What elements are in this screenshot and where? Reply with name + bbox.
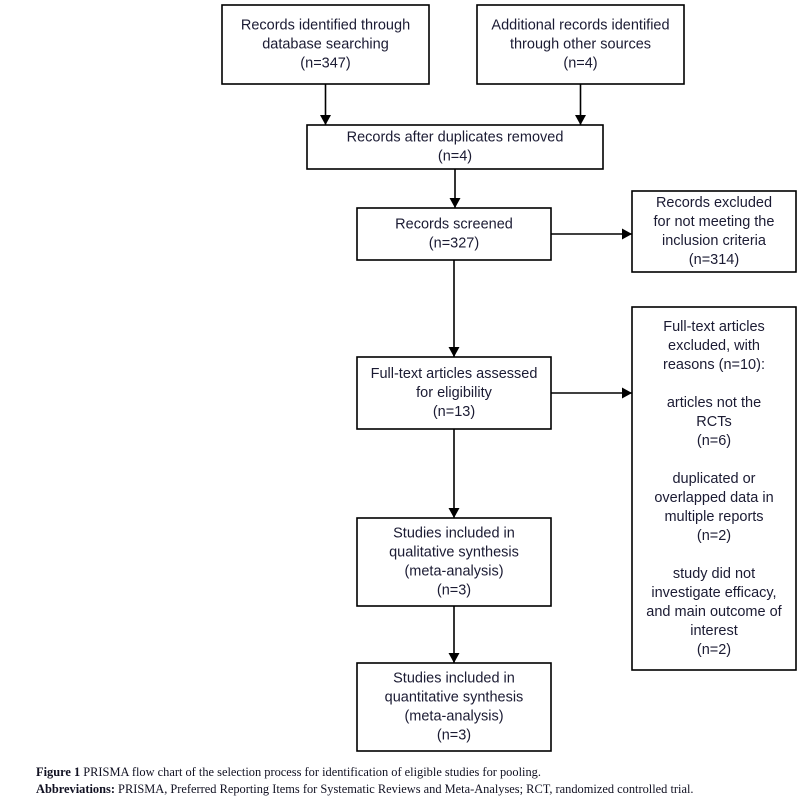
flow-node-text-line: (n=347)	[300, 55, 350, 71]
connector-screened-to-excluded	[551, 228, 632, 240]
flow-node-text-line: database searching	[262, 36, 389, 52]
flow-node-text-line: (n=3)	[437, 582, 471, 598]
flow-node-duplicates-removed: Records after duplicates removed (n=4)	[306, 124, 604, 170]
flow-node-box	[631, 190, 797, 273]
node-layer: Records identified through database searc…	[221, 4, 797, 752]
flow-node-text-line: articles not the	[667, 395, 761, 411]
arrow-head-down-icon	[448, 347, 460, 357]
flow-node-text-line: (n=327)	[429, 235, 479, 251]
arrow-head-right-icon	[622, 228, 632, 240]
flow-node-text-line: Studies included in	[393, 525, 515, 541]
flow-node-text-line: investigate efficacy,	[651, 585, 776, 601]
flow-node-text-line: Full-text articles assessed	[371, 366, 538, 382]
flow-node-text-line: Full-text articles	[663, 319, 765, 335]
connector-screened-to-fulltext	[448, 260, 460, 357]
flow-node-text-line: through other sources	[510, 36, 651, 52]
flow-node-records-screened: Records screened (n=327)	[356, 207, 552, 261]
flow-node-text-line: Records screened	[395, 216, 513, 232]
flow-node-qualitative-synthesis: Studies included in qualitative synthesis…	[356, 517, 552, 607]
flow-node-text-line: (n=3)	[437, 727, 471, 743]
flow-node-text-line: (meta-analysis)	[404, 563, 503, 579]
arrow-head-down-icon	[575, 115, 586, 125]
flow-node-quantitative-synthesis: Studies included in quantitative synthesi…	[356, 662, 552, 752]
flow-node-text-line: (n=6)	[697, 433, 731, 449]
flow-node-text-line: study did not	[673, 566, 755, 582]
flow-node-text-line: for eligibility	[416, 385, 492, 401]
arrow-head-down-icon	[448, 653, 460, 663]
connector-fulltext-to-excluded	[551, 387, 632, 399]
arrow-head-down-icon	[448, 508, 460, 518]
flow-node-text-line: Studies included in	[393, 670, 515, 686]
flow-node-fulltext-assessed: Full-text articles assessed for eligibili…	[356, 356, 552, 430]
flow-node-text-line: (n=4)	[563, 55, 597, 71]
flow-node-fulltext-excluded: Full-text articles excluded, with reasons …	[631, 306, 797, 671]
flow-node-box	[306, 124, 604, 170]
prisma-flow-chart: Records identified through database searc…	[221, 4, 797, 752]
flow-node-text-line: (n=2)	[697, 642, 731, 658]
flow-node-text-line: quantitative synthesis	[385, 689, 524, 705]
flow-node-text-line: (n=4)	[438, 148, 472, 164]
flow-node-text-line: Records after duplicates removed	[347, 129, 564, 145]
caption-abbreviations-line: Abbreviations: PRISMA, Preferred Reporti…	[36, 781, 796, 798]
flow-node-text-line: excluded, with	[668, 338, 760, 354]
flow-node-text-line: qualitative synthesis	[389, 544, 519, 560]
caption-figure-line: Figure 1 PRISMA flow chart of the select…	[36, 764, 796, 781]
flow-node-text-line: (n=2)	[697, 528, 731, 544]
connector-fulltext-to-qualitative	[448, 429, 460, 518]
figure-caption: Figure 1 PRISMA flow chart of the select…	[36, 764, 796, 797]
flow-node-text-line: multiple reports	[664, 509, 763, 525]
flow-node-text-line: Records identified through	[241, 17, 410, 33]
flow-node-text-line: duplicated or	[672, 471, 755, 487]
flow-node-identified-database: Records identified through database searc…	[221, 4, 430, 85]
caption-abbreviations-label: Abbreviations:	[36, 781, 115, 796]
connector-identified-database-to-duplicates	[320, 84, 331, 125]
flow-node-text-line: (n=13)	[433, 404, 475, 420]
connector-identified-other-to-duplicates	[575, 84, 586, 125]
caption-figure-label: Figure 1	[36, 765, 81, 779]
flow-node-identified-other: Additional records identified through oth…	[476, 4, 685, 85]
caption-figure-text: PRISMA flow chart of the selection proce…	[80, 765, 541, 779]
flow-node-box	[356, 517, 552, 607]
flow-node-box	[356, 662, 552, 752]
flow-node-text-line: and main outcome of	[646, 604, 782, 620]
flow-node-records-excluded: Records excluded for not meeting the inclu…	[631, 190, 797, 273]
flow-node-text-line: for not meeting the	[654, 214, 775, 230]
flow-node-box	[476, 4, 685, 85]
caption-abbreviations-text: PRISMA, Preferred Reporting Items for Sy…	[114, 781, 694, 796]
flow-node-text-line: Records excluded	[656, 195, 772, 211]
connector-qualitative-to-quantitative	[448, 606, 460, 663]
flow-node-text-line: (n=314)	[689, 252, 739, 268]
flow-node-text-line: Additional records identified	[491, 17, 669, 33]
flow-node-text-line: (meta-analysis)	[404, 708, 503, 724]
arrow-head-right-icon	[622, 387, 632, 399]
flow-node-text-line: inclusion criteria	[662, 233, 767, 249]
connector-duplicates-to-screened	[449, 169, 461, 208]
flow-node-text-line: overlapped data in	[654, 490, 773, 506]
flow-node-text-line: reasons (n=10):	[663, 357, 765, 373]
arrow-head-down-icon	[449, 198, 461, 208]
flow-node-box	[356, 207, 552, 261]
flow-node-text-line: RCTs	[696, 414, 731, 430]
arrow-head-down-icon	[320, 115, 331, 125]
flow-node-box	[221, 4, 430, 85]
connector-layer	[320, 84, 632, 663]
flow-node-box	[631, 306, 797, 671]
flow-node-text-line: interest	[690, 623, 738, 639]
flow-node-box	[356, 356, 552, 430]
